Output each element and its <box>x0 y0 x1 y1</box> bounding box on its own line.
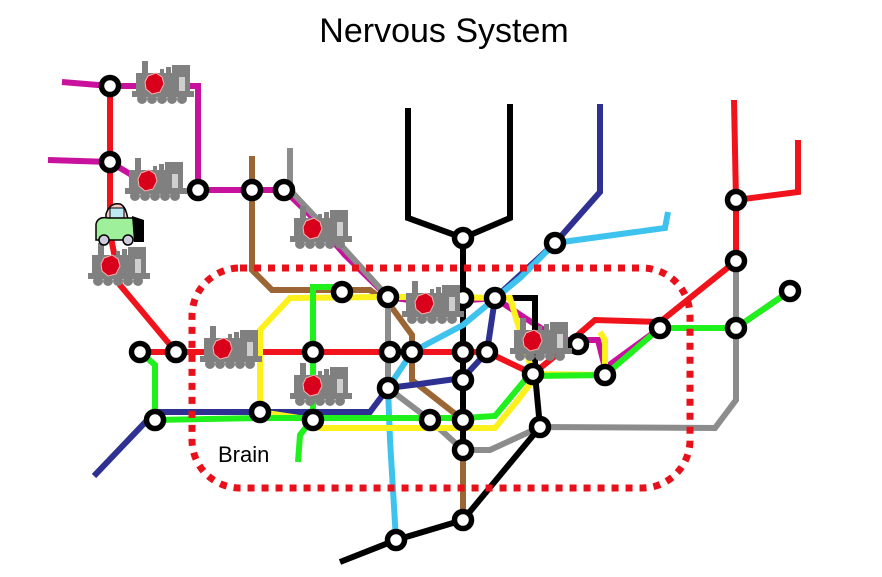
station-17[interactable] <box>400 340 424 364</box>
station-30[interactable] <box>543 231 567 255</box>
station-15[interactable] <box>483 286 507 310</box>
station-20[interactable] <box>376 376 400 400</box>
station-4[interactable] <box>240 178 264 202</box>
train-3-icon <box>88 243 150 286</box>
trains-layer <box>88 61 572 406</box>
train-1-icon <box>132 61 194 104</box>
page-title: Nervous System <box>319 12 569 50</box>
station-13[interactable] <box>376 285 400 309</box>
stations-layer <box>98 74 802 552</box>
station-21[interactable] <box>451 368 475 392</box>
station-8[interactable] <box>248 400 272 424</box>
station-23[interactable] <box>451 408 475 432</box>
magenta-line-mid <box>47 157 142 183</box>
station-5[interactable] <box>272 178 296 202</box>
station-32[interactable] <box>593 363 617 387</box>
station-26[interactable] <box>528 415 552 439</box>
station-24[interactable] <box>451 438 475 462</box>
station-25[interactable] <box>521 362 545 386</box>
car-layer <box>95 202 144 246</box>
brain-region-border <box>188 264 694 492</box>
station-2[interactable] <box>98 150 122 174</box>
station-3[interactable] <box>186 178 210 202</box>
station-12[interactable] <box>330 280 354 304</box>
brown-line <box>249 156 466 520</box>
red-line-branch <box>735 140 801 203</box>
station-19[interactable] <box>475 340 499 364</box>
station-6[interactable] <box>128 340 152 364</box>
station-34[interactable] <box>724 316 748 340</box>
cyan-line <box>384 211 671 541</box>
station-18[interactable] <box>451 340 475 364</box>
train-4-icon <box>290 206 352 249</box>
train-6-icon <box>290 363 352 406</box>
station-37[interactable] <box>778 279 802 303</box>
station-7[interactable] <box>164 340 188 364</box>
train-7-icon <box>402 281 464 324</box>
train-5-icon <box>200 326 262 369</box>
black-line-main <box>405 104 513 242</box>
station-36[interactable] <box>724 188 748 212</box>
station-35[interactable] <box>724 249 748 273</box>
station-11[interactable] <box>301 408 325 432</box>
station-1[interactable] <box>98 74 122 98</box>
station-10[interactable] <box>301 340 325 364</box>
station-31[interactable] <box>566 332 590 356</box>
car-icon <box>95 202 144 246</box>
train-2-icon <box>125 158 187 201</box>
station-27[interactable] <box>451 508 475 532</box>
station-16[interactable] <box>378 340 402 364</box>
station-33[interactable] <box>648 316 672 340</box>
station-28[interactable] <box>384 528 408 552</box>
station-22[interactable] <box>418 408 442 432</box>
train-8-icon <box>510 318 572 361</box>
station-9[interactable] <box>143 408 167 432</box>
station-29[interactable] <box>451 226 475 250</box>
brain-label: Brain <box>218 442 269 467</box>
